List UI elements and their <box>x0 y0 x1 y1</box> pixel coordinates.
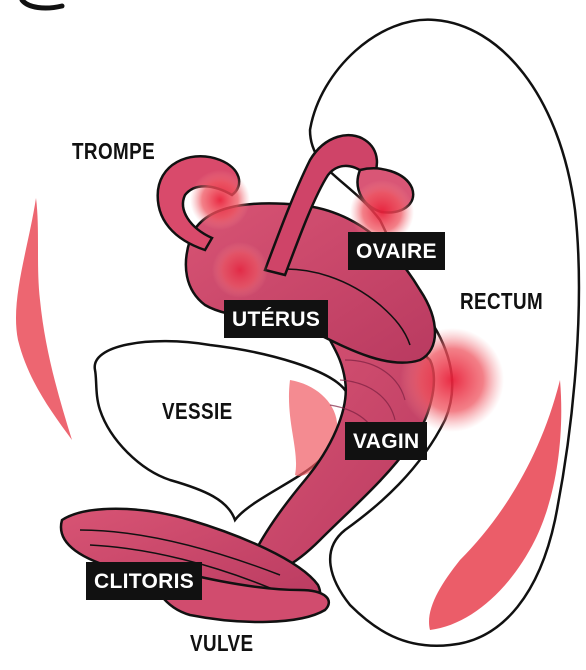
label-rectum: RECTUM <box>460 288 543 315</box>
label-uterus: UTÉRUS <box>224 300 328 338</box>
label-vagin: VAGIN <box>345 422 427 460</box>
label-vulve: VULVE <box>190 630 254 657</box>
decor-brush-left <box>16 198 72 440</box>
label-ovaire: OVAIRE <box>348 232 445 270</box>
tube-splash-left <box>190 170 250 230</box>
label-trompe: TROMPE <box>72 138 155 165</box>
label-clitoris: CLITORIS <box>86 562 202 600</box>
label-vessie: VESSIE <box>162 398 233 425</box>
uterus-splash <box>212 242 268 298</box>
figure-number-glyph <box>22 0 62 8</box>
